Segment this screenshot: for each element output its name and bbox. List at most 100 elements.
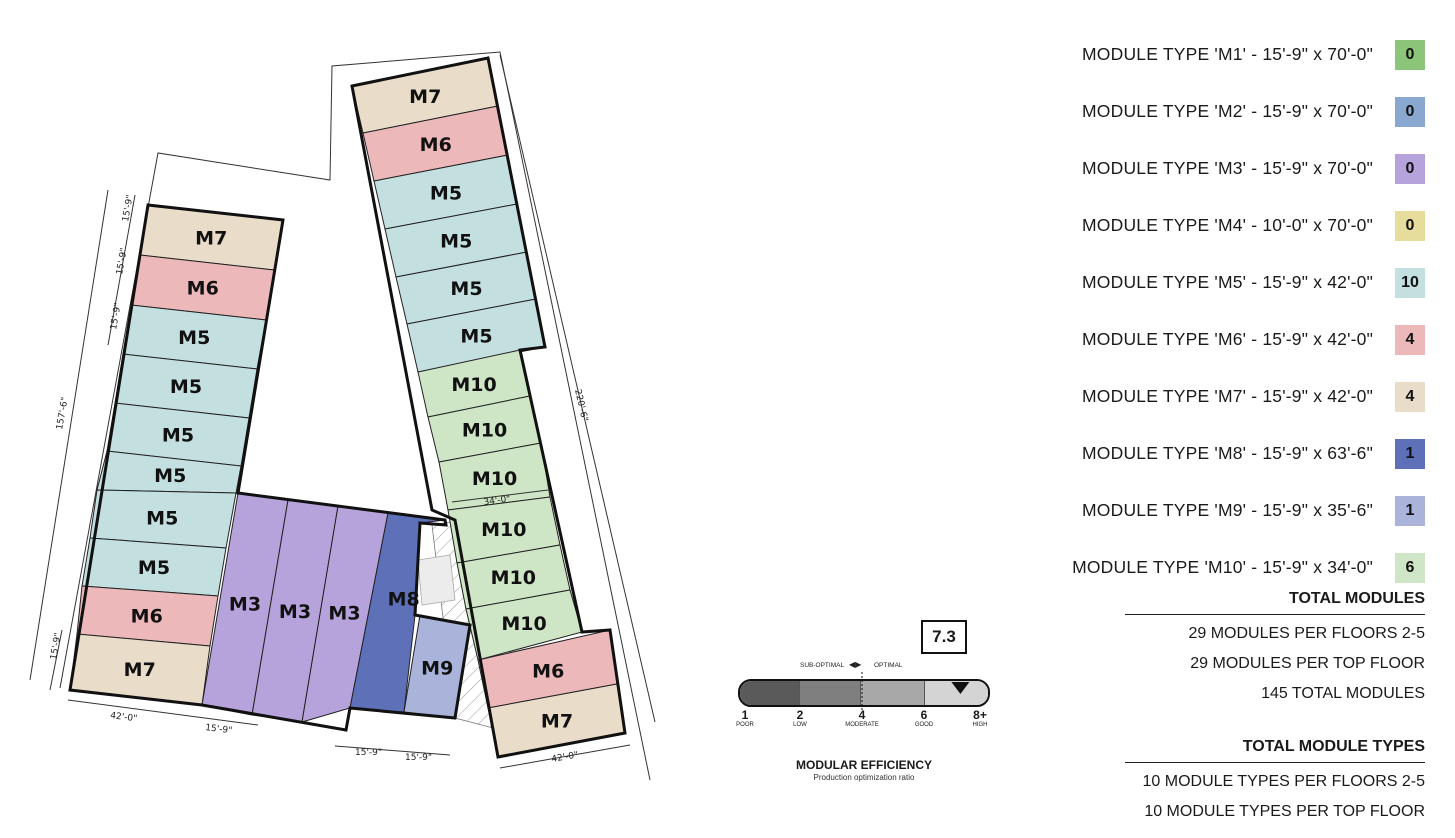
dim-inner: 34'-0"	[483, 494, 511, 508]
efficiency-bar	[738, 679, 990, 707]
sub-optimal-label: SUB-OPTIMAL	[800, 662, 845, 669]
dim-bottom-b: 15'-9"	[405, 753, 432, 763]
total-modules-line: 29 MODULES PER FLOORS 2-5	[1188, 625, 1425, 642]
module-label: M6	[420, 134, 452, 156]
dimension-lines	[29, 54, 656, 769]
dim-left-lower: 15'-9"	[109, 302, 124, 330]
efficiency-title: MODULAR EFFICIENCY	[796, 758, 932, 772]
module-label: M3	[229, 593, 261, 615]
legend-count-swatch: 0	[1395, 210, 1425, 241]
total-modules-title: TOTAL MODULES	[1125, 590, 1425, 615]
legend-label: MODULE TYPE 'M3' - 15'-9" x 70'-0"	[1082, 158, 1373, 178]
legend-label: MODULE TYPE 'M7' - 15'-9" x 42'-0"	[1082, 386, 1373, 406]
efficiency-tick-word: LOW	[793, 722, 807, 728]
legend-label: MODULE TYPE 'M10' - 15'-9" x 34'-0"	[1072, 557, 1373, 577]
legend-label: MODULE TYPE 'M1' - 15'-9" x 70'-0"	[1082, 44, 1373, 64]
module-label: M5	[460, 326, 492, 348]
module-label: M8	[388, 589, 420, 611]
module-label: M6	[131, 606, 163, 628]
module-label: M3	[279, 601, 311, 623]
module-label: M7	[124, 659, 156, 681]
right-wing-outline	[350, 56, 627, 759]
module-label: M10	[472, 468, 517, 490]
dim-bottom-mid: 15'-9"	[205, 723, 233, 736]
dim-left-mid: 15'-9"	[115, 247, 130, 275]
legend-count-swatch: 0	[1395, 96, 1425, 127]
module-label: M7	[541, 711, 573, 733]
efficiency-tick-number: 1	[741, 708, 749, 722]
efficiency-tick-word: GOOD	[914, 722, 934, 728]
module-label: M5	[440, 231, 472, 253]
module-label: M5	[138, 557, 170, 579]
module-label: M5	[450, 278, 482, 300]
legend-label: MODULE TYPE 'M4' - 10'-0" x 70'-0"	[1082, 215, 1373, 235]
legend-label: MODULE TYPE 'M6' - 15'-9" x 42'-0"	[1082, 329, 1373, 349]
dim-right-overall: 220'-6"	[572, 388, 589, 422]
legend-label: MODULE TYPE 'M9' - 15'-9" x 35'-6"	[1082, 500, 1373, 520]
legend-label: MODULE TYPE 'M2' - 15'-9" x 70'-0"	[1082, 101, 1373, 121]
left-wing-outline	[68, 203, 472, 732]
module-label: M7	[195, 228, 227, 250]
module-label: M5	[146, 507, 178, 529]
total-modules-line: 29 MODULES PER TOP FLOOR	[1190, 655, 1425, 672]
total-module-types: TOTAL MODULE TYPES 10 MODULE TYPES PER F…	[1125, 738, 1425, 827]
module-label: M5	[162, 425, 194, 447]
dim-bottom-left: 42'-0"	[110, 711, 138, 724]
dim-bottom-a: 15'-9"	[355, 748, 382, 758]
legend-row: MODULE TYPE 'M10' - 15'-9" x 34'-0"6	[955, 539, 1425, 596]
total-modules: TOTAL MODULES 29 MODULES PER FLOORS 2-5 …	[1125, 590, 1425, 709]
legend-label: MODULE TYPE 'M5' - 15'-9" x 42'-0"	[1082, 272, 1373, 292]
legend-row: MODULE TYPE 'M9' - 15'-9" x 35'-6" 1	[955, 482, 1425, 539]
optimal-divider-icon: ◀▶	[849, 660, 862, 669]
efficiency-segment	[860, 681, 925, 705]
legend-row: MODULE TYPE 'M3' - 15'-9" x 70'-0" 0	[955, 140, 1425, 197]
total-types-title: TOTAL MODULE TYPES	[1125, 738, 1425, 763]
module-label: M5	[170, 376, 202, 398]
legend-row: MODULE TYPE 'M7' - 15'-9" x 42'-0"4	[955, 368, 1425, 425]
dim-bottom-right: 42'-0"	[551, 750, 579, 765]
legend-row: MODULE TYPE 'M4' - 10'-0" x 70'-0" 0	[955, 197, 1425, 254]
efficiency-tick-word: MODERATE	[845, 722, 879, 728]
courtyard-grid	[417, 554, 456, 606]
efficiency-tick: 8+HIGH	[960, 708, 1000, 728]
legend-label: MODULE TYPE 'M8' - 15'-9" x 63'-6"	[1082, 443, 1373, 463]
efficiency-subtitle: Production optimization ratio	[813, 773, 915, 782]
module-label: M9	[421, 658, 453, 680]
module-label: M5	[154, 465, 186, 487]
efficiency-tick-number: 2	[796, 708, 804, 722]
legend-count-swatch: 10	[1395, 267, 1425, 298]
efficiency-segment	[740, 681, 801, 705]
legend-row: MODULE TYPE 'M8' - 15'-9" x 63'-6" 1	[955, 425, 1425, 482]
efficiency-tick-word: HIGH	[972, 722, 988, 728]
efficiency-marker-icon	[951, 682, 970, 694]
module-label: M6	[532, 661, 564, 683]
module-label: M10	[481, 519, 526, 541]
module-label: M5	[178, 327, 210, 349]
total-modules-line: 145 TOTAL MODULES	[1261, 685, 1425, 702]
legend-count-swatch: 1	[1395, 495, 1425, 526]
module-label: M10	[501, 613, 546, 635]
module-label: M10	[462, 420, 507, 442]
dim-left-top: 15'-9"	[121, 194, 136, 222]
legend-row: MODULE TYPE 'M2' - 15'-9" x 70'-0" 0	[955, 83, 1425, 140]
dim-left-bottom: 15'-9"	[49, 632, 64, 660]
module-label: M10	[451, 374, 496, 396]
efficiency-tick-number: 8+	[973, 708, 987, 722]
module-label: M10	[491, 567, 536, 589]
legend-row: MODULE TYPE 'M5' - 15'-9" x 42'-0" 10	[955, 254, 1425, 311]
legend-count-swatch: 1	[1395, 438, 1425, 469]
module-label: M7	[409, 86, 441, 108]
efficiency-tick-number: 6	[920, 708, 928, 722]
efficiency-bar-overlay	[861, 672, 970, 712]
efficiency-tick-word: POOR	[736, 722, 754, 728]
module-label: M6	[187, 278, 219, 300]
efficiency-score: 7.3	[921, 620, 967, 654]
total-types-line: 10 MODULE TYPES PER FLOORS 2-5	[1142, 773, 1425, 790]
legend-count-swatch: 0	[1395, 153, 1425, 184]
module-label: M5	[430, 182, 462, 204]
total-types-line: 10 MODULE TYPES PER TOP FLOOR	[1144, 803, 1425, 820]
